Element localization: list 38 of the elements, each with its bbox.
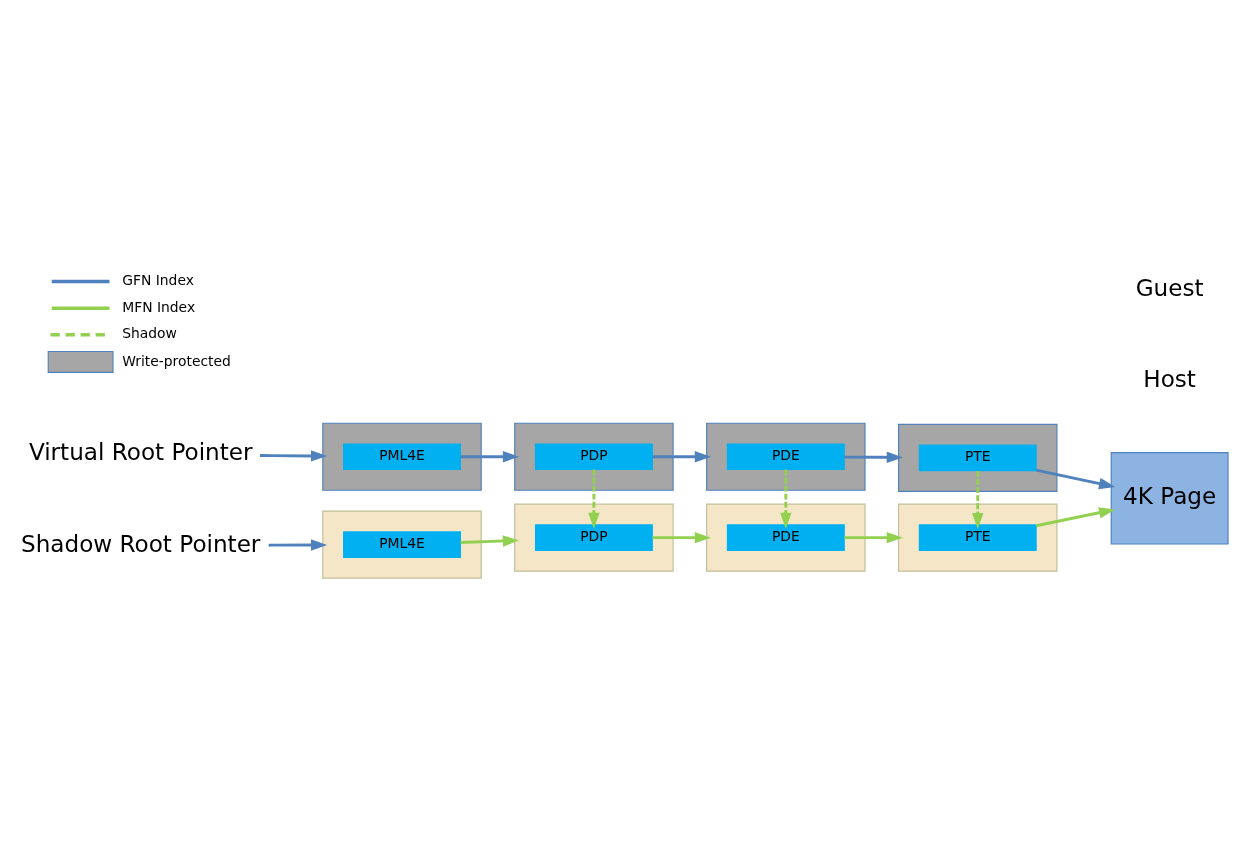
- cluster: [514, 422, 674, 491]
- arrow: [972, 470, 984, 529]
- arrow: [844, 451, 903, 463]
- arrow: [1036, 506, 1116, 527]
- node-box: 4K Page: [1110, 451, 1229, 545]
- legend-label: GFN Index: [122, 271, 194, 288]
- node-text: Shadow Root Pointer: [21, 530, 261, 557]
- arrow: [588, 469, 600, 529]
- arrow: [260, 449, 328, 462]
- node-box: PDE: [726, 442, 845, 470]
- cluster: [897, 503, 1058, 572]
- arrow: [780, 469, 792, 529]
- node-box: PML4E: [343, 530, 461, 558]
- node-box: PDP: [534, 442, 653, 470]
- label: Host: [1143, 365, 1196, 392]
- legend-label: MFN Index: [122, 298, 196, 315]
- legend-label: Shadow: [122, 324, 177, 341]
- node-box: PML4E: [343, 442, 461, 470]
- node-box: PTE: [918, 444, 1037, 471]
- label: Guest: [1135, 274, 1204, 301]
- cluster: [706, 422, 866, 491]
- arrow: [652, 450, 711, 462]
- node-box: PDP: [534, 523, 653, 551]
- arrow: [268, 538, 328, 551]
- cluster: [514, 503, 674, 572]
- arrow: [460, 534, 520, 547]
- arrow: [1036, 468, 1116, 489]
- legend-label: Write-protected: [122, 352, 231, 369]
- cluster: [322, 510, 482, 579]
- cluster: [706, 503, 866, 572]
- arrow: [844, 531, 903, 543]
- node-box: PDE: [726, 523, 845, 551]
- cluster: [897, 423, 1058, 492]
- node-text: Virtual Root Pointer: [28, 438, 253, 465]
- arrow: [460, 450, 520, 462]
- node-box: PTE: [918, 523, 1037, 551]
- arrow: [652, 531, 711, 543]
- cluster: [322, 422, 482, 491]
